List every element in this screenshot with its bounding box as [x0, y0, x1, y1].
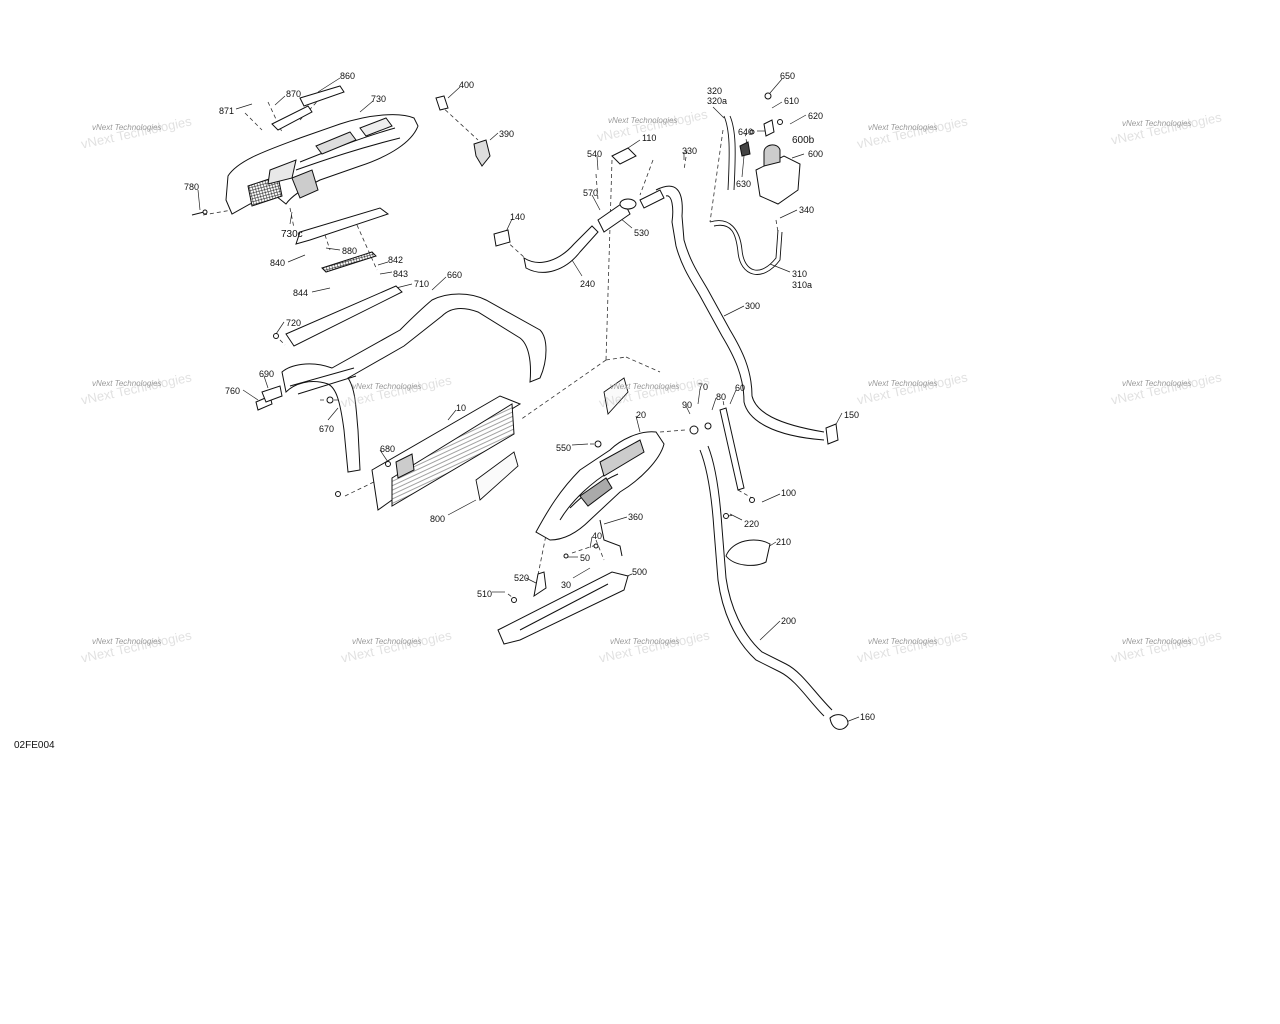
part-label-760: 760 — [225, 386, 241, 396]
part-label-670: 670 — [319, 424, 335, 434]
watermark-text: vNext Technologies — [610, 382, 680, 391]
watermark-text: vNext Technologies — [868, 379, 938, 388]
reservoir-600 — [739, 92, 801, 205]
part-label-50: 50 — [580, 553, 591, 563]
watermark-text: vNext Technologies — [1122, 637, 1192, 646]
body-panel-730 — [225, 114, 419, 215]
part-label-70: 70 — [698, 382, 709, 392]
part-label-600b: 600b — [792, 135, 815, 146]
clamps — [255, 333, 849, 730]
watermark-text: vNext Technologies — [1122, 379, 1192, 388]
part-label-871: 871 — [219, 106, 235, 116]
part-400-390 — [435, 95, 491, 167]
part-label-570: 570 — [583, 188, 599, 198]
part-label-10: 10 — [456, 403, 467, 413]
part-label-680: 680 — [380, 444, 396, 454]
part-label-860: 860 — [340, 71, 356, 81]
part-label-600: 600 — [808, 149, 824, 159]
watermark-text: vNext Technologies — [92, 637, 162, 646]
part-label-400: 400 — [459, 80, 475, 90]
part-label-730: 730 — [371, 94, 387, 104]
part-label-20: 20 — [636, 410, 647, 420]
part-label-340: 340 — [799, 205, 815, 215]
part-label-660: 660 — [447, 270, 463, 280]
fan-assembly-20 — [535, 431, 665, 557]
part-360 — [603, 377, 629, 415]
hose-300 — [655, 185, 825, 441]
watermark-text: vNext Technologies — [1122, 119, 1192, 128]
hose-240 — [493, 225, 599, 273]
part-label-320a: 320a — [707, 96, 728, 106]
part-label-500: 500 — [632, 567, 648, 577]
part-label-630: 630 — [736, 179, 752, 189]
part-label-110: 110 — [642, 133, 657, 143]
part-label-640: 640 — [738, 127, 754, 137]
hose-310 — [709, 220, 783, 275]
bracket-500 — [497, 571, 629, 645]
watermark-text: vNext Technologies — [608, 116, 678, 125]
part-label-320: 320 — [707, 86, 723, 96]
watermark-text: vNext Technologies — [868, 637, 938, 646]
part-label-360: 360 — [628, 512, 644, 522]
part-label-140: 140 — [510, 212, 526, 222]
part-label-843: 843 — [393, 269, 409, 279]
shroud-800 — [475, 451, 519, 501]
part-label-310a: 310a — [792, 280, 813, 290]
filler-neck-530 — [597, 147, 665, 233]
part-label-800: 800 — [430, 514, 446, 524]
watermark-text: vNext Technologies — [352, 637, 422, 646]
part-label-880: 880 — [342, 246, 358, 256]
part-label-300: 300 — [745, 301, 761, 311]
tube-320 — [723, 115, 736, 191]
part-label-520: 520 — [514, 573, 530, 583]
diagram-code: 02FE004 — [14, 740, 55, 751]
hose-200 — [699, 445, 833, 717]
part-860 — [271, 85, 345, 131]
part-label-210: 210 — [776, 537, 792, 547]
part-label-240: 240 — [580, 279, 596, 289]
part-label-390: 390 — [499, 129, 515, 139]
part-label-870: 870 — [286, 89, 302, 99]
part-label-310: 310 — [792, 269, 808, 279]
part-label-30: 30 — [561, 580, 572, 590]
part-label-650: 650 — [780, 71, 796, 81]
part-label-90: 90 — [682, 400, 693, 410]
part-label-510: 510 — [477, 589, 493, 599]
part-label-710: 710 — [414, 279, 430, 289]
part-label-220: 220 — [744, 519, 760, 529]
part-label-100: 100 — [781, 488, 797, 498]
part-label-150: 150 — [844, 410, 860, 420]
part-label-550: 550 — [556, 443, 572, 453]
watermark-text: vNext Technologies — [92, 379, 162, 388]
part-label-330: 330 — [682, 146, 698, 156]
watermark-text: vNext Technologies — [610, 637, 680, 646]
bracket-840-844 — [285, 207, 403, 347]
part-label-720: 720 — [286, 318, 302, 328]
watermark-text: vNext Technologies — [868, 123, 938, 132]
part-label-160: 160 — [860, 712, 876, 722]
part-780 — [191, 209, 208, 216]
part-label-530: 530 — [634, 228, 650, 238]
part-label-200: 200 — [781, 616, 797, 626]
part-label-780: 780 — [184, 182, 200, 192]
watermark-text: vNext Technologies — [352, 382, 422, 391]
part-label-60: 60 — [735, 383, 746, 393]
frame-tube-660 — [281, 293, 547, 473]
part-label-40: 40 — [592, 531, 603, 541]
part-label-80: 80 — [716, 392, 727, 402]
leader-lines — [197, 77, 860, 723]
part-label-620: 620 — [808, 111, 824, 121]
part-label-610: 610 — [784, 96, 800, 106]
part-label-842: 842 — [388, 255, 404, 265]
watermark-text: vNext Technologies — [92, 123, 162, 132]
bracket-60-210 — [719, 407, 771, 566]
part-label-540: 540 — [587, 149, 603, 159]
part-label-840: 840 — [270, 258, 286, 268]
part-label-690: 690 — [259, 369, 275, 379]
part-label-844: 844 — [293, 288, 309, 298]
part-label-730c: 730c — [281, 229, 303, 240]
radiator-10 — [371, 395, 522, 511]
